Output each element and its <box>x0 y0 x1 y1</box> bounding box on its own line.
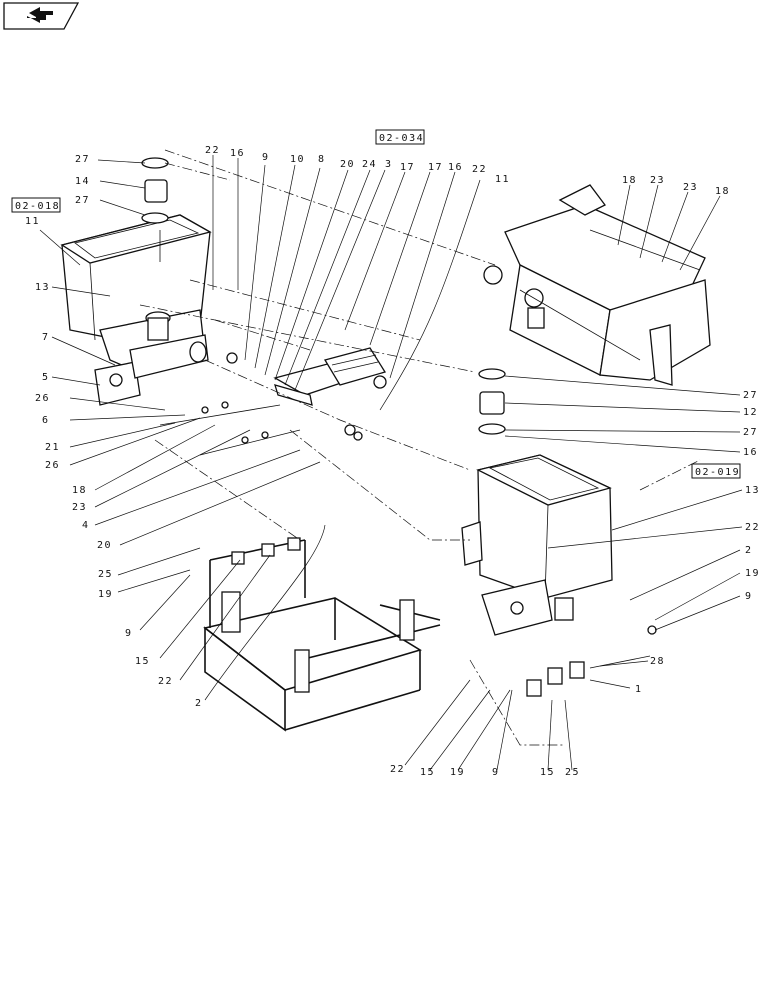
tube-14 <box>144 179 168 203</box>
callout-1: 1 <box>635 684 643 695</box>
callout-19: 19 <box>745 568 760 579</box>
leader-lines <box>39 155 743 771</box>
callout-27: 27 <box>743 427 758 438</box>
callout-9: 9 <box>492 767 500 778</box>
center-heater-assembly <box>226 347 387 441</box>
left-hardware-strip <box>159 401 301 456</box>
callout-16: 16 <box>448 162 463 173</box>
callout-27: 27 <box>743 390 758 401</box>
callout-15: 15 <box>540 767 555 778</box>
callout-25: 25 <box>98 569 113 580</box>
callout-13: 13 <box>745 485 760 496</box>
back-arrow-icon <box>27 7 53 23</box>
callout-20: 20 <box>340 159 355 170</box>
callouts: 27 14 27 11 13 7 5 26 6 21 26 18 23 4 20… <box>25 145 760 778</box>
ref-box-02-019[interactable]: 02-019 <box>691 463 741 479</box>
callout-27: 27 <box>75 195 90 206</box>
svg-text:02-018: 02-018 <box>15 201 60 212</box>
callout-16: 16 <box>230 148 245 159</box>
callout-23: 23 <box>683 182 698 193</box>
callout-17: 17 <box>400 162 415 173</box>
left-hopper <box>60 214 212 406</box>
right-hopper <box>461 454 613 636</box>
callout-17: 17 <box>428 162 443 173</box>
tube-center <box>527 307 545 329</box>
callout-15: 15 <box>135 656 150 667</box>
callout-13: 13 <box>35 282 50 293</box>
callout-18: 18 <box>72 485 87 496</box>
callout-16: 16 <box>743 447 758 458</box>
callout-23: 23 <box>650 175 665 186</box>
callout-25: 25 <box>565 767 580 778</box>
callout-22: 22 <box>205 145 220 156</box>
callout-6: 6 <box>42 415 50 426</box>
ref-box-02-034[interactable]: 02-034 <box>375 129 425 145</box>
callout-2: 2 <box>195 698 203 709</box>
back-nav-button[interactable] <box>3 2 80 30</box>
callout-12: 12 <box>743 407 758 418</box>
dash-lines <box>139 149 701 746</box>
callout-9: 9 <box>262 152 270 163</box>
callout-22: 22 <box>390 764 405 775</box>
callout-8: 8 <box>318 154 326 165</box>
callout-28: 28 <box>650 656 665 667</box>
seal-ring-27b <box>141 212 169 224</box>
callout-26: 26 <box>35 393 50 404</box>
callout-22: 22 <box>472 164 487 175</box>
callout-19: 19 <box>450 767 465 778</box>
callout-5: 5 <box>42 372 50 383</box>
callout-11: 11 <box>25 216 40 227</box>
callout-22: 22 <box>745 522 760 533</box>
callout-10: 10 <box>290 154 305 165</box>
callout-23: 23 <box>72 502 87 513</box>
seal-ring-27c <box>478 368 506 380</box>
callout-14: 14 <box>75 176 90 187</box>
callout-18: 18 <box>622 175 637 186</box>
callout-4: 4 <box>82 520 90 531</box>
callout-15: 15 <box>420 767 435 778</box>
callout-27: 27 <box>75 154 90 165</box>
callout-11: 11 <box>495 174 510 185</box>
callout-19: 19 <box>98 589 113 600</box>
callout-7: 7 <box>42 332 50 343</box>
svg-text:02-034: 02-034 <box>379 133 424 144</box>
callout-9: 9 <box>125 628 133 639</box>
lower-stand-frame <box>203 537 441 732</box>
callout-18: 18 <box>715 186 730 197</box>
callout-21: 21 <box>45 442 60 453</box>
callout-20: 20 <box>97 540 112 551</box>
seal-ring-27d <box>478 423 506 435</box>
svg-text:02-019: 02-019 <box>695 467 740 478</box>
top-right-frame <box>483 184 711 386</box>
callout-24: 24 <box>362 159 377 170</box>
callout-9: 9 <box>745 591 753 602</box>
callout-22: 22 <box>158 676 173 687</box>
ref-box-02-018[interactable]: 02-018 <box>11 197 61 213</box>
callout-3: 3 <box>385 159 393 170</box>
tube-12 <box>479 391 505 415</box>
seal-ring-27a <box>141 157 169 169</box>
callout-2: 2 <box>745 545 753 556</box>
callout-26: 26 <box>45 460 60 471</box>
